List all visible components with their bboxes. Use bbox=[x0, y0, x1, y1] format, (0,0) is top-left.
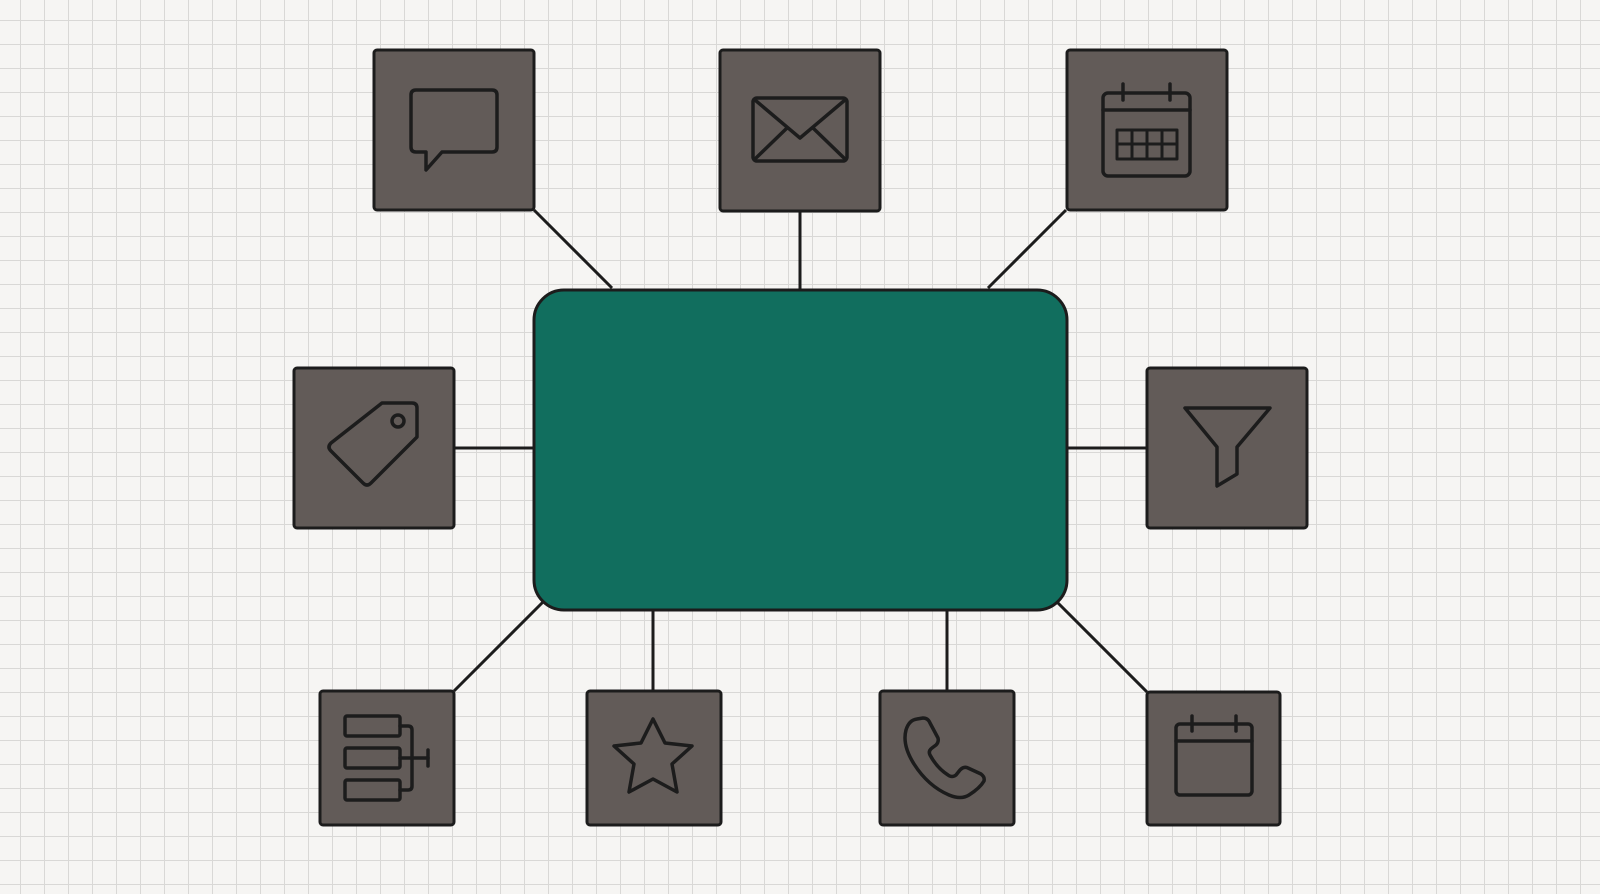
phone-node[interactable] bbox=[878, 689, 1016, 827]
chat-node[interactable] bbox=[372, 48, 536, 212]
connector-hierarchy bbox=[452, 600, 545, 693]
star-node[interactable] bbox=[585, 689, 723, 827]
chat-bubble-icon bbox=[409, 88, 499, 172]
hierarchy-list-icon bbox=[343, 714, 430, 802]
calendar-grid-node[interactable] bbox=[1065, 48, 1229, 212]
calendar-grid-icon bbox=[1101, 82, 1192, 178]
mail-node[interactable] bbox=[718, 48, 882, 213]
central-hub[interactable] bbox=[532, 288, 1069, 612]
connectors bbox=[452, 208, 1149, 694]
tag-icon bbox=[327, 401, 419, 487]
connector-calendar bbox=[1055, 600, 1149, 694]
connector-calendar-grid bbox=[986, 208, 1068, 290]
filter-funnel-icon bbox=[1183, 406, 1272, 488]
connector-chat bbox=[532, 208, 614, 290]
calendar-icon bbox=[1174, 714, 1254, 797]
filter-node[interactable] bbox=[1145, 366, 1309, 530]
phone-icon bbox=[903, 716, 986, 800]
hierarchy-node[interactable] bbox=[318, 689, 456, 827]
tag-node[interactable] bbox=[292, 366, 456, 530]
star-icon bbox=[612, 717, 694, 794]
envelope-icon bbox=[751, 96, 849, 163]
calendar-node[interactable] bbox=[1145, 690, 1282, 827]
